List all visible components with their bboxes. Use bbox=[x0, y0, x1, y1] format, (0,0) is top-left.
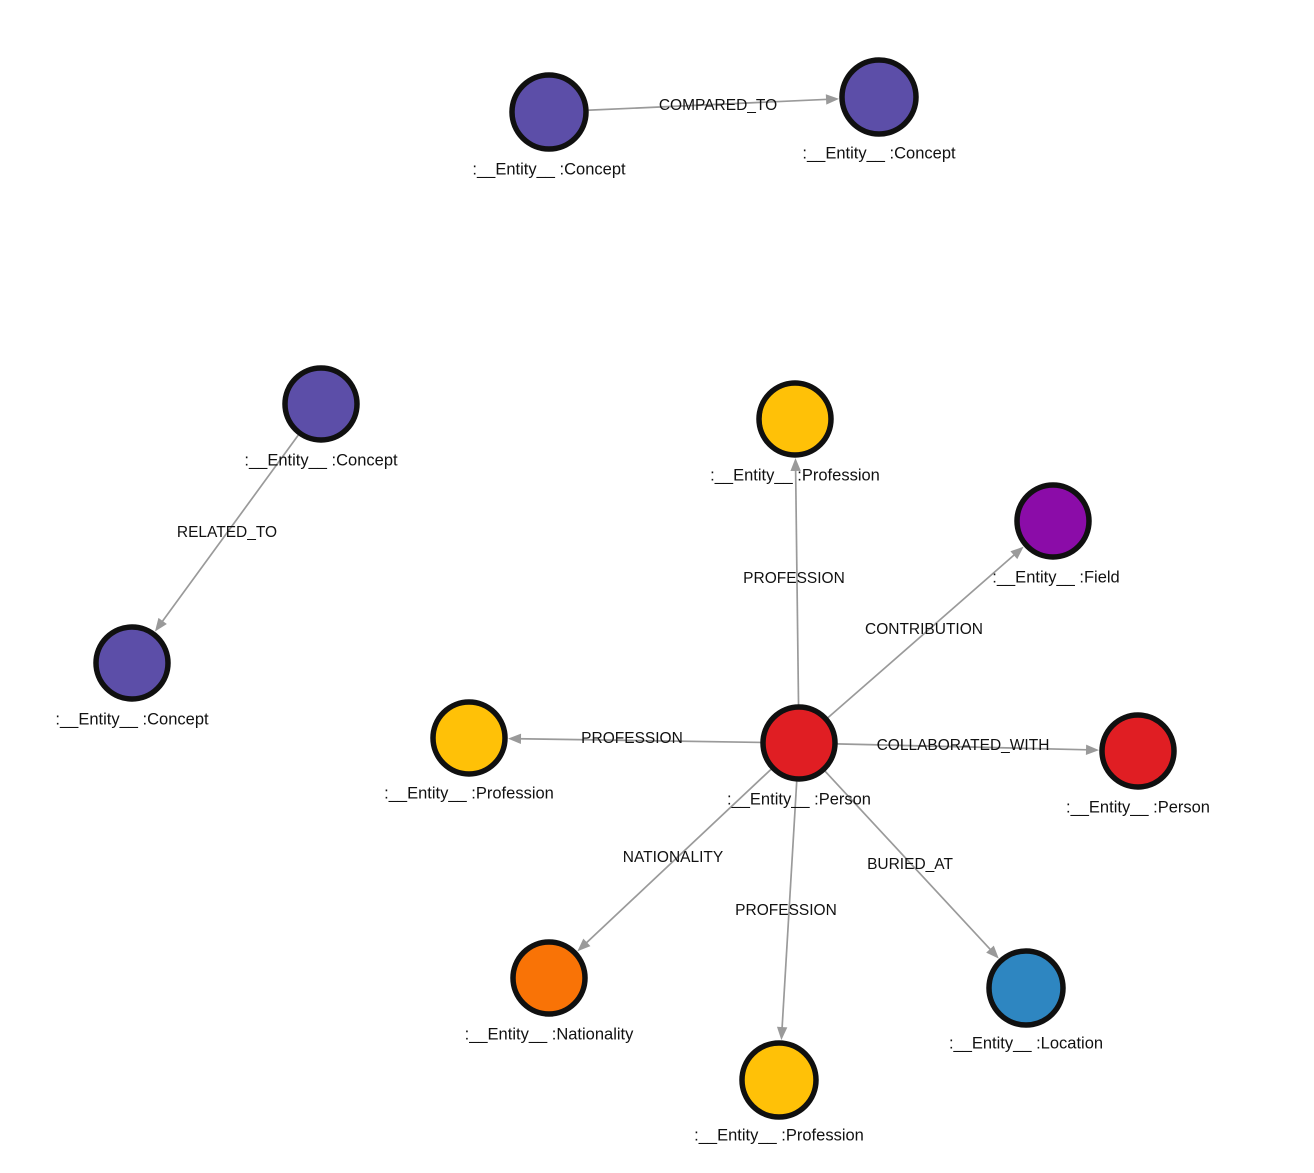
graph-edge[interactable] bbox=[154, 433, 300, 632]
graph-node-profession[interactable] bbox=[430, 699, 508, 777]
edge-arrowhead bbox=[790, 457, 801, 472]
graph-edge[interactable] bbox=[835, 743, 1100, 755]
edge-label: CONTRIBUTION bbox=[865, 621, 983, 638]
node-circle[interactable] bbox=[760, 704, 838, 782]
graph-edge[interactable] bbox=[823, 769, 999, 959]
edge-label: PROFESSION bbox=[581, 730, 683, 747]
node-label: :__Entity__ :Nationality bbox=[465, 1025, 635, 1043]
graph-node-field[interactable] bbox=[1014, 482, 1092, 560]
edge-arrowhead bbox=[776, 1026, 788, 1041]
node-label: :__Entity__ :Field bbox=[992, 568, 1120, 586]
node-label: :__Entity__ :Profession bbox=[694, 1126, 864, 1144]
graph-node-person[interactable] bbox=[1099, 712, 1177, 790]
edge-label: BURIED_AT bbox=[867, 856, 953, 873]
graph-node-concept[interactable] bbox=[839, 57, 919, 137]
node-label: :__Entity__ :Concept bbox=[55, 710, 209, 728]
edge-arrowhead bbox=[986, 945, 999, 959]
graph-node-person[interactable] bbox=[760, 704, 838, 782]
node-label: :__Entity__ :Profession bbox=[384, 784, 554, 802]
edge-label: NATIONALITY bbox=[623, 849, 723, 866]
edge-line bbox=[823, 769, 992, 952]
graph-edge[interactable] bbox=[790, 457, 801, 707]
graph-edge[interactable] bbox=[507, 733, 763, 744]
edge-label: COMPARED_TO bbox=[659, 97, 777, 114]
edge-arrowhead bbox=[825, 94, 840, 105]
graph-node-nationality[interactable] bbox=[510, 939, 588, 1017]
nodes-layer bbox=[93, 57, 1177, 1120]
graph-node-profession[interactable] bbox=[756, 380, 834, 458]
node-label: :__Entity__ :Person bbox=[1066, 798, 1210, 816]
node-circle[interactable] bbox=[839, 57, 919, 137]
node-circle[interactable] bbox=[93, 624, 171, 702]
node-circle[interactable] bbox=[510, 939, 588, 1017]
edge-label: COLLABORATED_WITH bbox=[877, 737, 1050, 754]
edge-line bbox=[584, 767, 773, 945]
graph-node-concept[interactable] bbox=[509, 72, 589, 152]
edges-layer bbox=[154, 94, 1100, 1041]
graph-edge[interactable] bbox=[586, 94, 840, 112]
node-circle[interactable] bbox=[986, 948, 1066, 1028]
edge-line bbox=[826, 553, 1016, 720]
node-label: :__Entity__ :Concept bbox=[472, 160, 626, 178]
edge-line bbox=[781, 779, 798, 1030]
edge-label: PROFESSION bbox=[743, 570, 845, 587]
node-circle[interactable] bbox=[1014, 482, 1092, 560]
graph-edge[interactable] bbox=[776, 779, 798, 1041]
node-label: :__Entity__ :Person bbox=[727, 790, 871, 808]
graph-node-concept[interactable] bbox=[282, 365, 360, 443]
node-label: :__Entity__ :Location bbox=[949, 1034, 1103, 1052]
node-label: :__Entity__ :Profession bbox=[710, 466, 880, 484]
edge-line bbox=[518, 737, 763, 744]
edge-labels-layer: COMPARED_TO RELATED_TO PROFESSION CONTRIBUT… bbox=[177, 97, 1050, 919]
edge-label: RELATED_TO bbox=[177, 524, 277, 541]
node-labels-layer: :__Entity__ :Concept :__Entity__ :Concept… bbox=[55, 144, 1210, 1144]
graph-edge[interactable] bbox=[826, 546, 1024, 720]
edge-line bbox=[794, 468, 800, 707]
node-label: :__Entity__ :Concept bbox=[802, 144, 956, 162]
edge-line bbox=[835, 743, 1089, 751]
node-circle[interactable] bbox=[509, 72, 589, 152]
node-circle[interactable] bbox=[430, 699, 508, 777]
graph-node-profession[interactable] bbox=[739, 1040, 819, 1120]
graph-node-location[interactable] bbox=[986, 948, 1066, 1028]
node-circle[interactable] bbox=[739, 1040, 819, 1120]
edge-line bbox=[586, 98, 829, 112]
edge-arrowhead bbox=[154, 617, 167, 632]
edge-arrowhead bbox=[577, 938, 591, 952]
node-circle[interactable] bbox=[282, 365, 360, 443]
graph-node-concept[interactable] bbox=[93, 624, 171, 702]
edge-line bbox=[160, 433, 300, 624]
edge-arrowhead bbox=[507, 733, 522, 744]
edge-arrowhead bbox=[1085, 744, 1100, 755]
node-label: :__Entity__ :Concept bbox=[244, 451, 398, 469]
edge-label: PROFESSION bbox=[735, 902, 837, 919]
node-circle[interactable] bbox=[756, 380, 834, 458]
edge-arrowhead bbox=[1010, 546, 1024, 560]
graph-edge[interactable] bbox=[577, 767, 773, 952]
node-circle[interactable] bbox=[1099, 712, 1177, 790]
